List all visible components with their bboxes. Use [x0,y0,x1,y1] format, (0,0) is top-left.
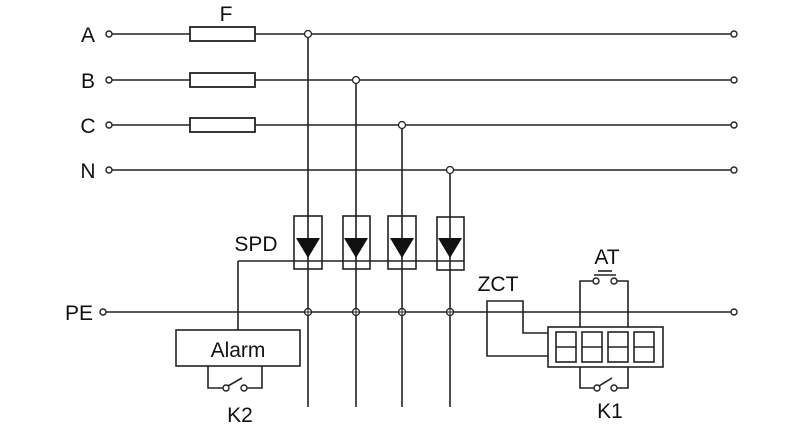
zct-label: ZCT [478,273,519,296]
test-button-at [579,270,629,327]
label-c: C [80,115,95,138]
label-n: N [80,160,95,183]
spd-branches [303,29,455,407]
switch-k1 [579,367,629,392]
label-a: A [81,24,95,47]
k1-label: K1 [597,400,623,423]
k2-label: K2 [227,404,253,426]
fuse-c [189,117,256,133]
label-b: B [81,70,95,93]
fuse-label: F [220,3,233,26]
alarm-box [175,329,301,367]
fuse-b [189,72,256,88]
switch-k2 [207,366,263,392]
spd-label: SPD [234,233,277,256]
alarm-label: Alarm [211,339,266,362]
fuse-a [189,26,256,42]
monitor-device [547,326,664,368]
zct-loop [486,300,548,357]
at-label: AT [594,246,619,269]
spd-modules [237,215,465,330]
label-pe: PE [65,302,93,325]
